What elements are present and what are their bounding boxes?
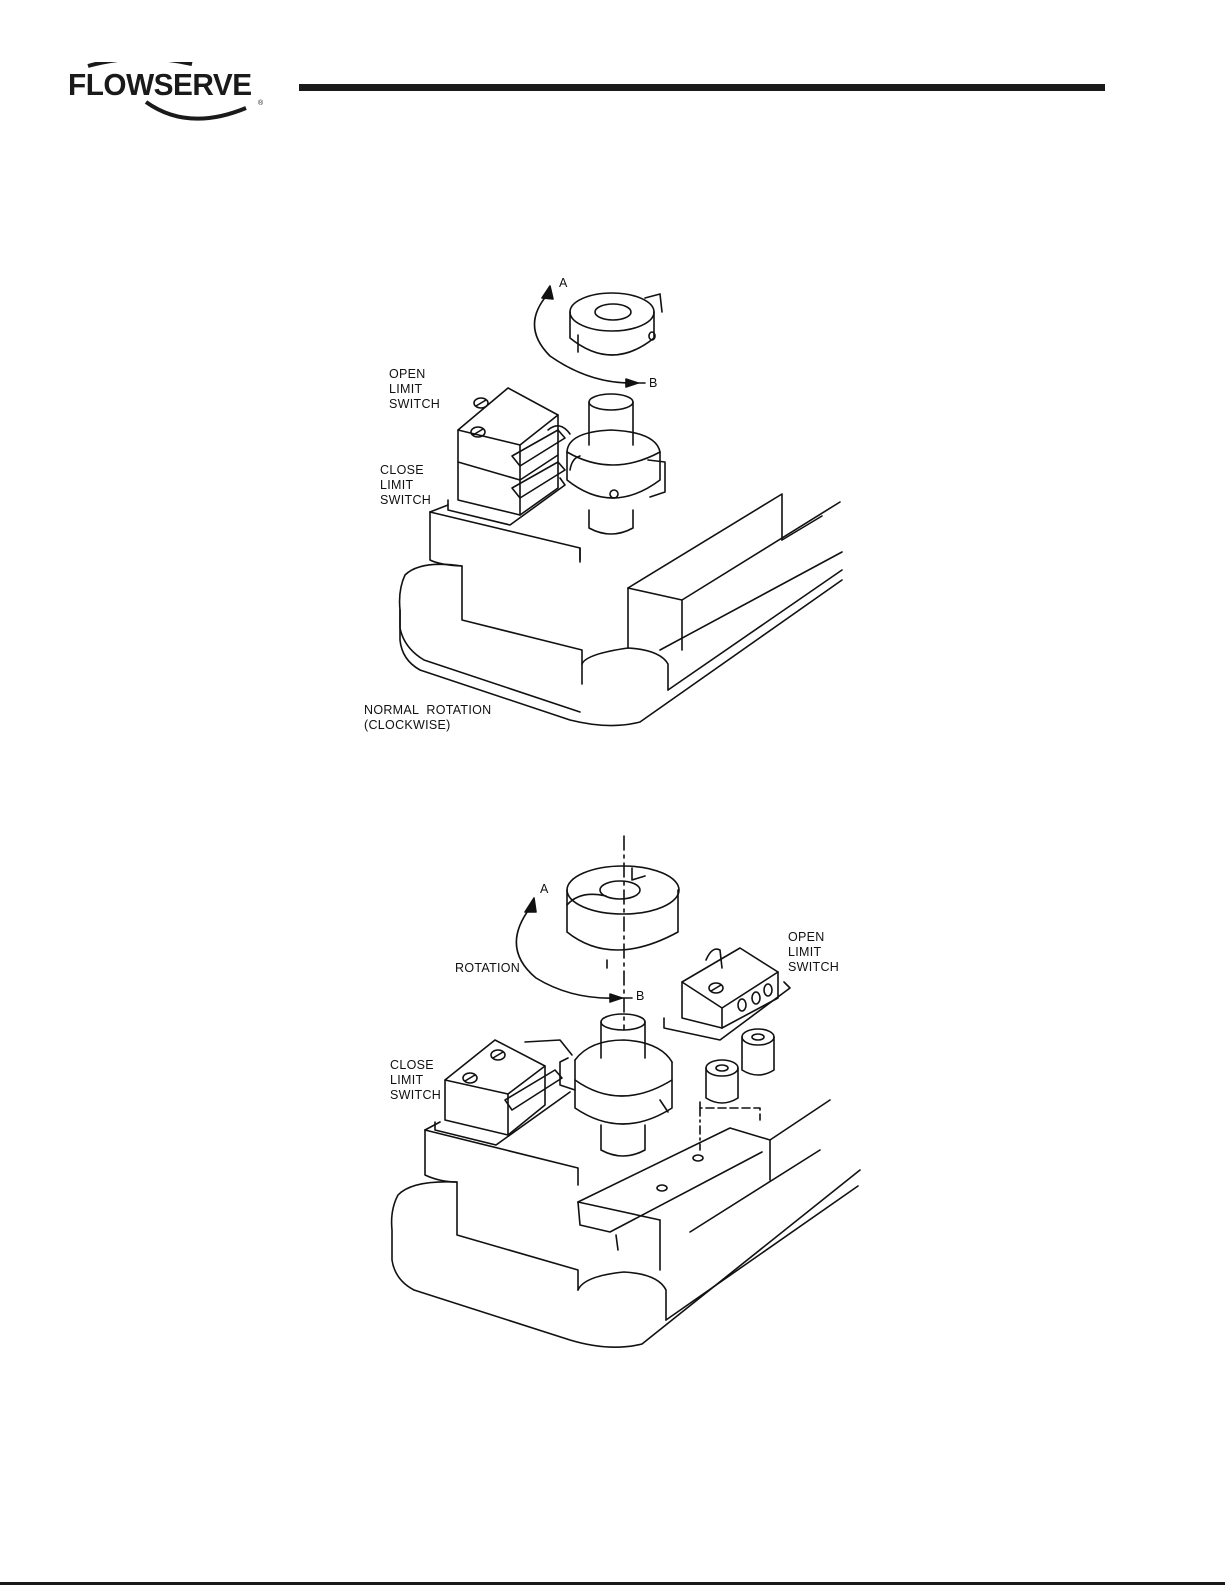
spacers-reverse xyxy=(700,1029,774,1150)
close-limit-switch-label-line2-reverse: LIMIT xyxy=(390,1073,423,1088)
close-limit-switch-reverse xyxy=(435,1040,572,1145)
shaft-reverse xyxy=(601,1014,645,1156)
close-limit-switch-label-line1-reverse: CLOSE xyxy=(390,1058,434,1073)
open-limit-switch-label-line2-reverse: LIMIT xyxy=(788,945,821,960)
cam-ring-top-reverse xyxy=(567,866,679,968)
open-limit-switch-label-line1-reverse: OPEN xyxy=(788,930,825,945)
rotation-label: ROTATION xyxy=(455,961,520,976)
reverse-rotation-drawing xyxy=(0,0,1225,1400)
cam-ring-lower-reverse xyxy=(560,1040,672,1124)
arrow-b-label-reverse: B xyxy=(636,989,645,1004)
arrow-a-label-reverse: A xyxy=(540,882,549,897)
reverse-rotation-figure: OPEN LIMIT SWITCH CLOSE LIMIT SWITCH A B… xyxy=(0,0,1225,1400)
close-limit-switch-label-line3-reverse: SWITCH xyxy=(390,1088,441,1103)
open-limit-switch-label-line3-reverse: SWITCH xyxy=(788,960,839,975)
open-limit-switch-reverse xyxy=(664,948,790,1040)
